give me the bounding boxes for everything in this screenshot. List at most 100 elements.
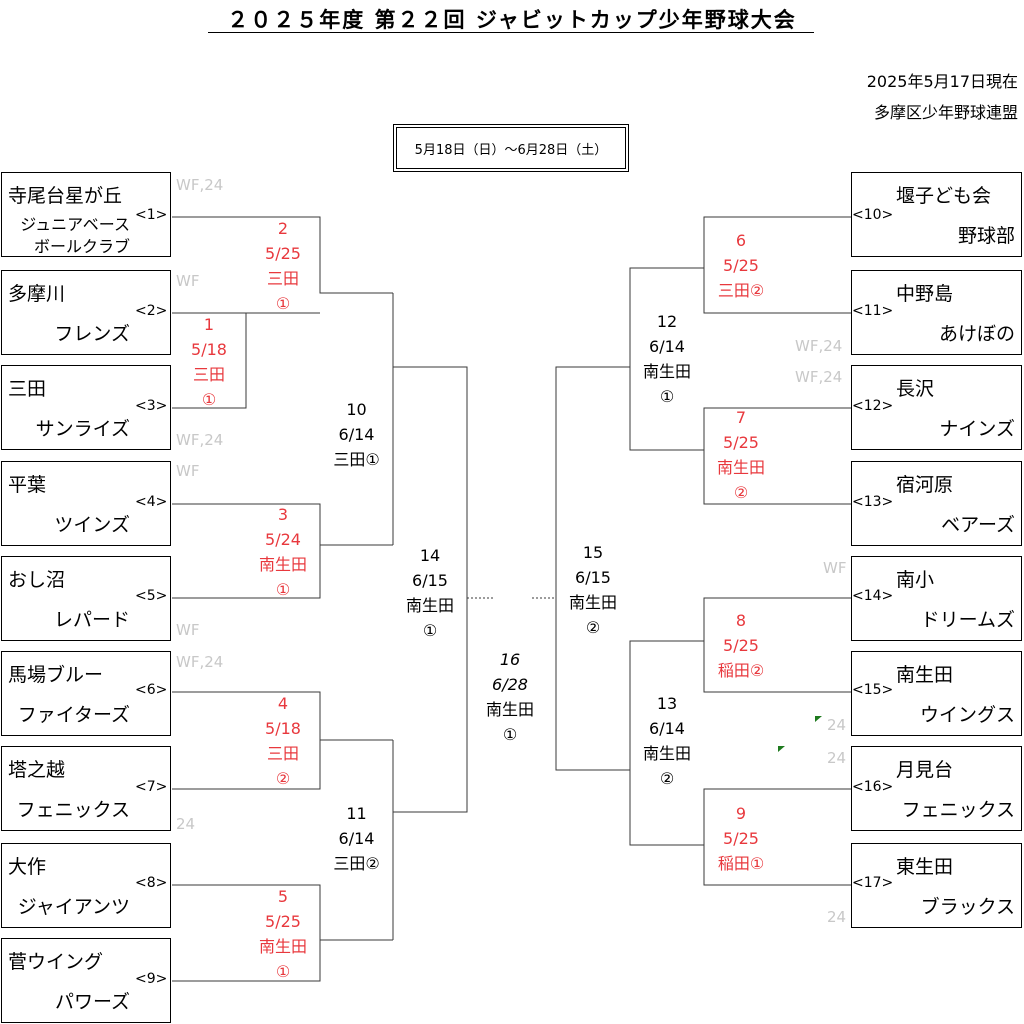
seed-label: <16> bbox=[852, 779, 894, 795]
game-field: ① bbox=[275, 294, 291, 313]
seed-label: <8> bbox=[135, 875, 168, 891]
team-name-sub: フェニックス bbox=[901, 799, 1015, 821]
team-name: 平葉 bbox=[8, 474, 47, 496]
team-name: 中野島 bbox=[896, 283, 954, 305]
team-name-sub: ウイングス bbox=[919, 704, 1015, 726]
title-underline bbox=[208, 32, 814, 33]
bye-note: WF bbox=[176, 462, 200, 480]
team-box-17: 東生田 ブラックス bbox=[851, 843, 1022, 928]
team-name-sub: ファイターズ bbox=[17, 704, 130, 726]
game-number: 4 bbox=[277, 694, 289, 713]
bye-note: 24 bbox=[827, 716, 847, 734]
team-name: 多摩川 bbox=[8, 283, 66, 305]
period-text: 5月18日（日）～6月28日（土） bbox=[396, 127, 626, 169]
game-number: 11 bbox=[346, 804, 367, 823]
bye-note: 24 bbox=[827, 908, 847, 926]
seed-label: <17> bbox=[852, 875, 894, 891]
seed-label: <4> bbox=[135, 494, 168, 510]
team-name-sub: あけぼの bbox=[938, 323, 1015, 345]
as-of-date: 2025年5月17日現在 bbox=[866, 72, 1018, 91]
game-7: 7 5/25 南生田 ② bbox=[704, 405, 778, 505]
team-box-7: 塔之越 フェニックス bbox=[1, 746, 171, 831]
game-number: 7 bbox=[735, 408, 747, 427]
game-date: 6/15 bbox=[575, 568, 611, 587]
game-date: 5/25 bbox=[265, 912, 301, 931]
game-date: 6/14 bbox=[649, 337, 685, 356]
team-name: 寺尾台星が丘 bbox=[8, 185, 123, 207]
game-5: 5 5/25 南生田 ① bbox=[246, 884, 320, 984]
bye-note: WF,24 bbox=[795, 337, 843, 355]
seed-label: <12> bbox=[852, 398, 894, 414]
game-8: 8 5/25 稲田② bbox=[704, 608, 778, 683]
team-name-sub: フェニックス bbox=[16, 799, 130, 821]
game-field: ② bbox=[275, 769, 291, 788]
game-6: 6 5/25 三田② bbox=[704, 228, 778, 303]
team-name-sub: レパード bbox=[53, 609, 130, 631]
game-field: ① bbox=[275, 962, 291, 981]
game-number: 14 bbox=[419, 546, 441, 565]
game-field: ① bbox=[275, 580, 291, 599]
team-box-8: 大作 ジャイアンツ bbox=[1, 843, 171, 928]
team-name: 南小 bbox=[896, 569, 935, 591]
game-venue: 三田② bbox=[333, 854, 380, 873]
team-box-14: 南小 ドリームズ bbox=[851, 556, 1022, 641]
seed-label: <2> bbox=[135, 303, 168, 319]
team-box-6: 馬場ブルー ファイターズ bbox=[1, 651, 171, 736]
game-date: 6/14 bbox=[338, 829, 375, 848]
team-name: 菅ウイング bbox=[8, 951, 104, 973]
game-number: 1 bbox=[203, 315, 215, 334]
team-box-16: 月見台 フェニックス bbox=[851, 746, 1022, 831]
game-13: 13 6/14 南生田 ② bbox=[630, 691, 704, 791]
game-venue: 南生田 bbox=[568, 593, 617, 612]
bye-note: WF,24 bbox=[176, 176, 224, 194]
team-name: 三田 bbox=[8, 378, 47, 400]
team-name-sub: ボールクラブ bbox=[33, 237, 130, 256]
team-name-sub: ブラックス bbox=[920, 896, 1015, 918]
bye-note: WF bbox=[823, 559, 847, 577]
game-field: ② bbox=[659, 769, 675, 788]
team-box-1: 寺尾台星が丘 ジュニアベース ボールクラブ bbox=[1, 172, 171, 257]
game-number: 12 bbox=[656, 312, 678, 331]
team-name: 宿河原 bbox=[896, 474, 954, 496]
game-venue: 南生田 bbox=[485, 700, 534, 719]
team-name-sub: 野球部 bbox=[957, 225, 1015, 247]
bye-note: 24 bbox=[176, 815, 196, 833]
team-name: 馬場ブルー bbox=[8, 664, 104, 686]
seed-label: <1> bbox=[135, 207, 168, 223]
game-venue: 南生田 bbox=[405, 596, 454, 615]
team-name-sub: パワーズ bbox=[54, 991, 130, 1013]
team-name: 南生田 bbox=[896, 664, 954, 686]
seed-label: <3> bbox=[135, 398, 168, 414]
game-venue: 稲田② bbox=[717, 661, 765, 680]
game-4: 4 5/18 三田 ② bbox=[246, 691, 320, 791]
game-number: 13 bbox=[656, 694, 678, 713]
seed-label: <15> bbox=[852, 682, 894, 698]
game-16-final: 16 6/28 南生田 ① bbox=[470, 647, 550, 747]
game-date: 5/25 bbox=[723, 636, 759, 655]
bye-note: WF,24 bbox=[176, 653, 224, 671]
team-name: 月見台 bbox=[896, 759, 954, 781]
team-name-sub: ドリームズ bbox=[920, 609, 1015, 631]
team-name: 堰子ども会 bbox=[896, 185, 992, 207]
game-venue: 三田① bbox=[333, 450, 380, 469]
game-date: 5/25 bbox=[265, 244, 301, 263]
game-number: 6 bbox=[735, 231, 747, 250]
game-venue: 南生田 bbox=[716, 458, 765, 477]
game-date: 5/25 bbox=[723, 433, 759, 452]
game-date: 6/28 bbox=[492, 675, 528, 694]
game-10: 10 6/14 三田① bbox=[320, 397, 393, 472]
game-venue: 稲田① bbox=[717, 854, 765, 873]
team-box-2: 多摩川 フレンズ bbox=[1, 270, 171, 355]
tournament-title: ２０２５年度 第２２回 ジャビットカップ少年野球大会 bbox=[227, 8, 797, 32]
team-name-sub: ナインズ bbox=[939, 418, 1015, 440]
game-2: 2 5/25 三田 ① bbox=[246, 216, 320, 316]
game-venue: 三田 bbox=[192, 365, 225, 384]
seed-label: <13> bbox=[852, 494, 894, 510]
game-date: 6/14 bbox=[338, 425, 375, 444]
team-name: 塔之越 bbox=[8, 759, 66, 781]
game-date: 5/25 bbox=[723, 256, 759, 275]
team-box-9: 菅ウイング パワーズ bbox=[1, 938, 171, 1023]
game-12: 12 6/14 南生田 ① bbox=[630, 309, 704, 409]
seed-label: <10> bbox=[852, 207, 894, 223]
